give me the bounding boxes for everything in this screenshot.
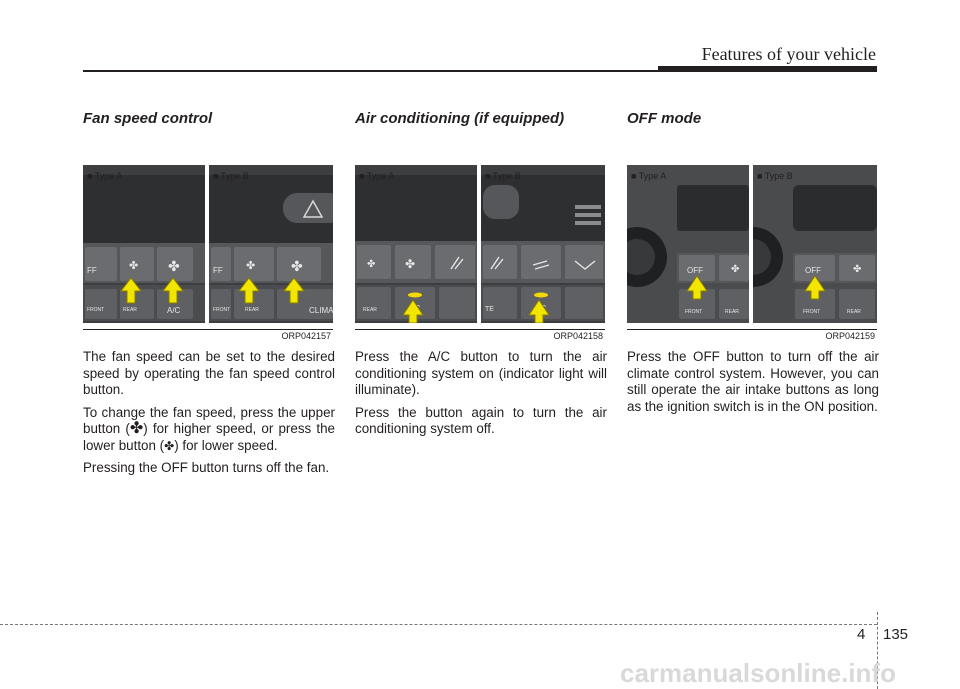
type-a-label: ■ Type A: [631, 171, 667, 181]
type-a-label: ■ Type A: [359, 171, 395, 181]
paragraph: Press the A/C button to turn the air con…: [355, 349, 607, 397]
chapter-number: 4: [857, 626, 866, 643]
arrow-2: [804, 275, 826, 300]
figure-off-mode: OFF ✤ FRONT REAR OFF ✤ FRONT REAR: [627, 139, 877, 341]
header-rule-bold: [658, 66, 877, 72]
figure-rule: [83, 329, 333, 330]
paragraph: Press the OFF button to turn off the air…: [627, 349, 879, 414]
label-off: FF: [213, 266, 223, 275]
figure-rule: [355, 329, 605, 330]
label-front: FRONT: [87, 307, 104, 313]
panel-type-a: ✤ ✤ REAR A/C: [355, 165, 477, 323]
panel-type-b: FF ✤ ✤ FRONT REAR CLIMA: [209, 165, 333, 323]
label-rear: REAR: [363, 307, 377, 313]
label-off: OFF: [805, 266, 821, 275]
paragraph-text: ) for higher speed, or press the lower b…: [83, 421, 335, 453]
arrow-1: [402, 299, 424, 323]
figure-rule: [627, 329, 877, 330]
type-b-label: ■ Type B: [485, 171, 521, 181]
fan-low-icon: ✤: [731, 264, 739, 275]
section-title: OFF mode: [627, 110, 702, 127]
panel-type-a: OFF ✤ FRONT REAR: [627, 165, 749, 323]
footer-divider: [877, 612, 878, 689]
figure-code: ORP042157: [281, 331, 331, 341]
figure-code: ORP042158: [553, 331, 603, 341]
header-rule: [83, 70, 877, 72]
footer-rule: [0, 624, 877, 625]
type-a-label: ■ Type A: [87, 171, 123, 181]
arrow-2: [161, 277, 185, 304]
watermark: carmanualsonline.info: [620, 658, 896, 688]
panel-separator: [750, 165, 752, 323]
running-header: Features of your vehicle: [701, 44, 876, 64]
fan-low-icon: ✤: [246, 260, 255, 272]
paragraph: Press the button again to turn the air c…: [355, 404, 607, 437]
fan-icon: ✤: [164, 438, 175, 453]
arrow-1: [119, 277, 143, 304]
paragraph: Pressing the OFF button turns off the fa…: [83, 460, 330, 475]
paragraph: The fan speed can be set to the desired …: [83, 349, 335, 397]
label-front: FRONT: [803, 309, 820, 315]
fan-icon: ✤: [129, 420, 144, 437]
label-te: TE: [485, 306, 494, 313]
figure-code: ORP042159: [825, 331, 875, 341]
paragraph: To change the fan speed, press the upper…: [83, 405, 335, 455]
panel-type-b: TE A/C: [481, 165, 605, 323]
section-title: Fan speed control: [83, 110, 213, 127]
fan-low-icon: ✤: [367, 259, 375, 270]
page-number: 135: [883, 626, 909, 643]
section-title: Air conditioning (if equipped): [355, 110, 565, 127]
fan-low-icon: ✤: [853, 264, 861, 275]
figure-fan-speed: FF ✤ ✤ REAR FRONT A/C FF ✤ ✤ FRON: [83, 139, 333, 341]
section-body: Press the A/C button to turn the air con…: [355, 349, 607, 438]
panel-separator: [478, 165, 480, 323]
paragraph-text: ) for lower speed.: [174, 437, 278, 453]
section-body: Press the OFF button to turn off the air…: [627, 349, 879, 415]
type-b-label: ■ Type B: [213, 171, 249, 181]
arrow-3: [237, 277, 261, 304]
section-air-conditioning: Air conditioning (if equipped) ✤ ✤ REAR …: [355, 110, 607, 444]
label-climate: CLIMA: [309, 306, 333, 315]
section-off-mode: OFF mode OFF ✤ FRONT REAR: [627, 110, 879, 421]
section-fan-speed: Fan speed control FF ✤ ✤ REAR FRONT A/C: [83, 110, 335, 483]
arrow-4: [282, 277, 306, 304]
label-off: OFF: [687, 266, 703, 275]
figure-air-conditioning: ✤ ✤ REAR A/C: [355, 139, 605, 341]
label-front: FRONT: [685, 309, 702, 315]
paragraph-text: To change the fan speed, press the upper…: [83, 404, 335, 437]
panel-separator: [206, 165, 208, 323]
fan-high-icon: ✤: [291, 258, 303, 274]
fan-high-icon: ✤: [168, 258, 180, 274]
label-rear: REAR: [123, 307, 137, 313]
panel-type-a: FF ✤ ✤ REAR FRONT A/C: [83, 165, 205, 323]
label-rear: REAR: [725, 309, 739, 315]
panel-type-b: OFF ✤ FRONT REAR: [753, 165, 877, 323]
label-ac: A/C: [167, 306, 181, 315]
fan-high-icon: ✤: [405, 257, 415, 271]
arrow-2: [528, 299, 550, 323]
section-body: The fan speed can be set to the desired …: [83, 349, 335, 477]
arrow-1: [686, 275, 708, 300]
type-b-label: ■ Type B: [757, 171, 793, 181]
fan-low-icon: ✤: [129, 260, 138, 272]
label-off: FF: [87, 266, 97, 275]
label-rear: REAR: [847, 309, 861, 315]
label-rear: REAR: [245, 307, 259, 313]
label-front: FRONT: [213, 307, 230, 313]
